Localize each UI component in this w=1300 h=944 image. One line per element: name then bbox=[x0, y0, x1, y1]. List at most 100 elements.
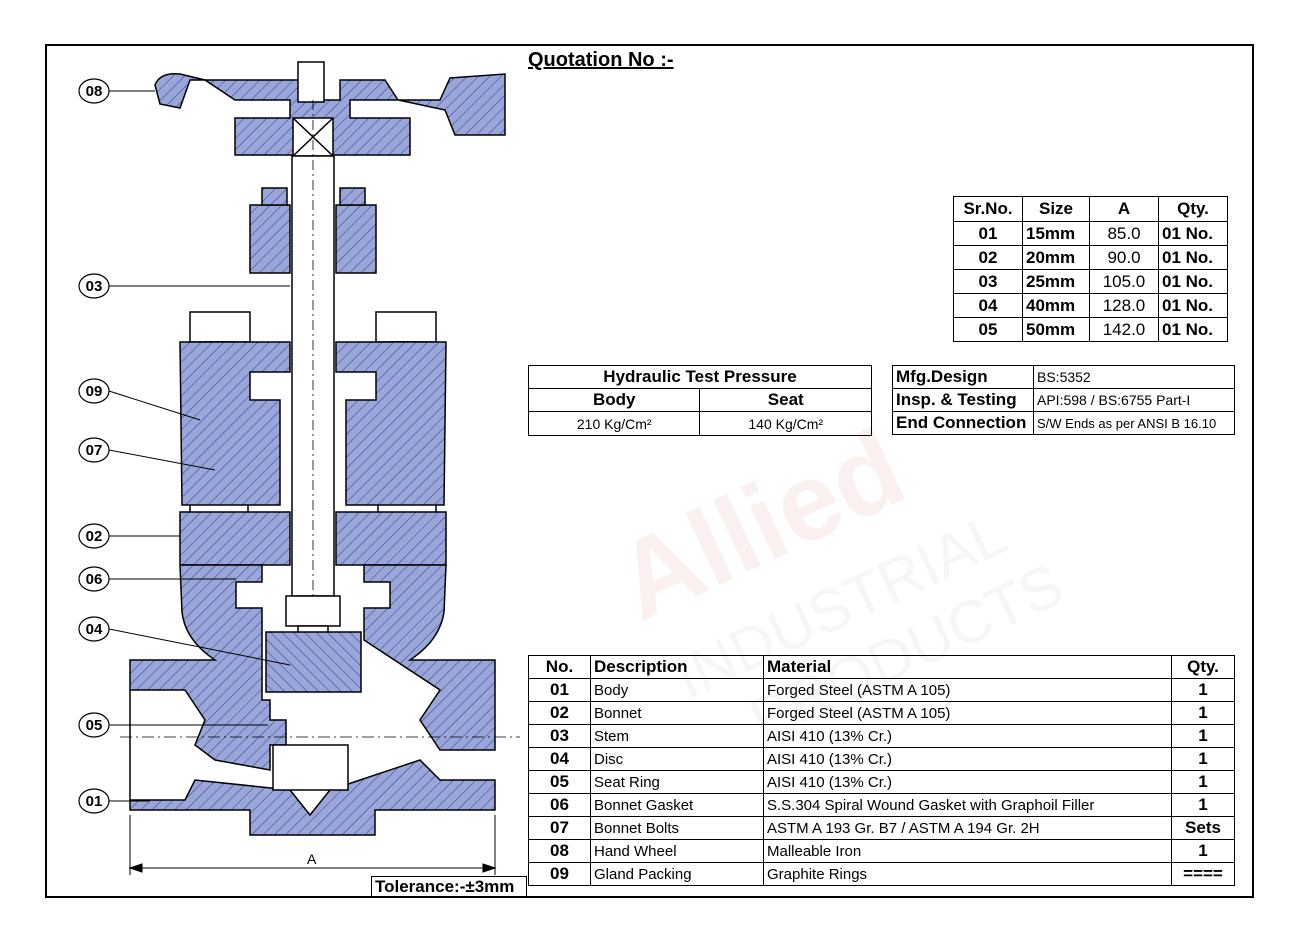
parts-cell-no: 07 bbox=[528, 816, 591, 840]
parts-cell-no: 09 bbox=[528, 862, 591, 886]
callout-09: 09 bbox=[78, 378, 201, 421]
parts-cell-no: 01 bbox=[528, 678, 591, 702]
yoke-flange bbox=[179, 341, 447, 506]
parts-header-no: No. bbox=[528, 655, 591, 679]
parts-cell-qty: 1 bbox=[1171, 678, 1235, 702]
mfg-value: BS:5352 bbox=[1033, 365, 1235, 389]
parts-cell-no: 04 bbox=[528, 747, 591, 771]
parts-cell-no: 03 bbox=[528, 724, 591, 748]
parts-cell-no: 02 bbox=[528, 701, 591, 725]
callout-leader bbox=[108, 628, 291, 666]
callout-leader bbox=[108, 390, 201, 421]
size-cell-qty: 01 No. bbox=[1158, 269, 1228, 294]
callout-label: 09 bbox=[86, 383, 103, 400]
parts-cell-mat: Malleable Iron bbox=[763, 839, 1172, 863]
parts-cell-mat: S.S.304 Spiral Wound Gasket with Graphoi… bbox=[763, 793, 1172, 817]
parts-cell-mat: AISI 410 (13% Cr.) bbox=[763, 724, 1172, 748]
parts-cell-desc: Body bbox=[590, 678, 764, 702]
dimension-a-label: A bbox=[307, 851, 317, 867]
callout-bubble bbox=[78, 437, 110, 463]
parts-cell-qty: 1 bbox=[1171, 770, 1235, 794]
mfg-key: Mfg.Design bbox=[892, 365, 1034, 389]
size-cell-qty: 01 No. bbox=[1158, 317, 1228, 342]
parts-cell-mat: Forged Steel (ASTM A 105) bbox=[763, 701, 1172, 725]
size-header-size: Size bbox=[1022, 196, 1090, 222]
size-header-a: A bbox=[1089, 196, 1159, 222]
callout-leader bbox=[108, 449, 216, 471]
parts-cell-desc: Bonnet Bolts bbox=[590, 816, 764, 840]
stem bbox=[285, 100, 341, 647]
parts-cell-desc: Seat Ring bbox=[590, 770, 764, 794]
parts-cell-desc: Stem bbox=[590, 724, 764, 748]
parts-cell-desc: Bonnet bbox=[590, 701, 764, 725]
size-cell-qty: 01 No. bbox=[1158, 221, 1228, 246]
parts-cell-qty: 1 bbox=[1171, 839, 1235, 863]
callout-05: 05 bbox=[78, 712, 268, 738]
parts-cell-mat: AISI 410 (13% Cr.) bbox=[763, 770, 1172, 794]
callout-label: 06 bbox=[86, 571, 103, 588]
mfg-value: S/W Ends as per ANSI B 16.10 bbox=[1033, 411, 1235, 435]
parts-cell-qty: 1 bbox=[1171, 701, 1235, 725]
callout-04: 04 bbox=[78, 616, 291, 666]
parts-cell-qty: ==== bbox=[1171, 862, 1235, 886]
dimension-a bbox=[120, 736, 520, 875]
hydraulic-body-label: Body bbox=[527, 388, 701, 412]
callout-bubble bbox=[78, 523, 110, 549]
size-cell-size: 15mm bbox=[1022, 221, 1090, 246]
parts-cell-no: 08 bbox=[528, 839, 591, 863]
callout-label: 01 bbox=[86, 793, 103, 810]
callout-08: 08 bbox=[78, 78, 155, 104]
callout-label: 05 bbox=[86, 717, 103, 734]
parts-header-qty: Qty. bbox=[1171, 655, 1235, 679]
callout-label: 04 bbox=[86, 621, 103, 638]
parts-header-material: Material bbox=[763, 655, 1172, 679]
mfg-key: Insp. & Testing bbox=[892, 388, 1034, 412]
hydraulic-seat-label: Seat bbox=[699, 388, 872, 412]
size-cell-a: 105.0 bbox=[1089, 269, 1159, 294]
mfg-key: End Connection bbox=[892, 411, 1034, 435]
size-cell-qty: 01 No. bbox=[1158, 245, 1228, 270]
parts-cell-mat: ASTM A 193 Gr. B7 / ASTM A 194 Gr. 2H bbox=[763, 816, 1172, 840]
parts-cell-no: 06 bbox=[528, 793, 591, 817]
parts-cell-qty: Sets bbox=[1171, 816, 1235, 840]
parts-cell-qty: 1 bbox=[1171, 724, 1235, 748]
size-cell-size: 20mm bbox=[1022, 245, 1090, 270]
quotation-title: Quotation No :- bbox=[528, 49, 674, 71]
hydraulic-body-value: 210 Kg/Cm² bbox=[527, 411, 701, 436]
hydraulic-seat-value: 140 Kg/Cm² bbox=[699, 411, 872, 436]
valve-body bbox=[129, 564, 496, 836]
size-cell-a: 142.0 bbox=[1089, 317, 1159, 342]
callout-bubble bbox=[78, 78, 110, 104]
callout-bubble bbox=[78, 566, 110, 592]
gland-nut bbox=[249, 187, 377, 274]
parts-cell-qty: 1 bbox=[1171, 793, 1235, 817]
size-cell-a: 90.0 bbox=[1089, 245, 1159, 270]
parts-cell-desc: Bonnet Gasket bbox=[590, 793, 764, 817]
parts-header-description: Description bbox=[590, 655, 764, 679]
tolerance-note: Tolerance:-±3mm bbox=[371, 876, 527, 898]
size-cell-sr: 02 bbox=[953, 245, 1023, 270]
parts-cell-desc: Gland Packing bbox=[590, 862, 764, 886]
callout-label: 03 bbox=[86, 278, 103, 295]
parts-cell-mat: Graphite Rings bbox=[763, 862, 1172, 886]
parts-cell-qty: 1 bbox=[1171, 747, 1235, 771]
callout-bubble bbox=[78, 712, 110, 738]
callout-label: 08 bbox=[86, 83, 103, 100]
callout-bubble bbox=[78, 616, 110, 642]
parts-cell-mat: AISI 410 (13% Cr.) bbox=[763, 747, 1172, 771]
callout-07: 07 bbox=[78, 437, 216, 471]
